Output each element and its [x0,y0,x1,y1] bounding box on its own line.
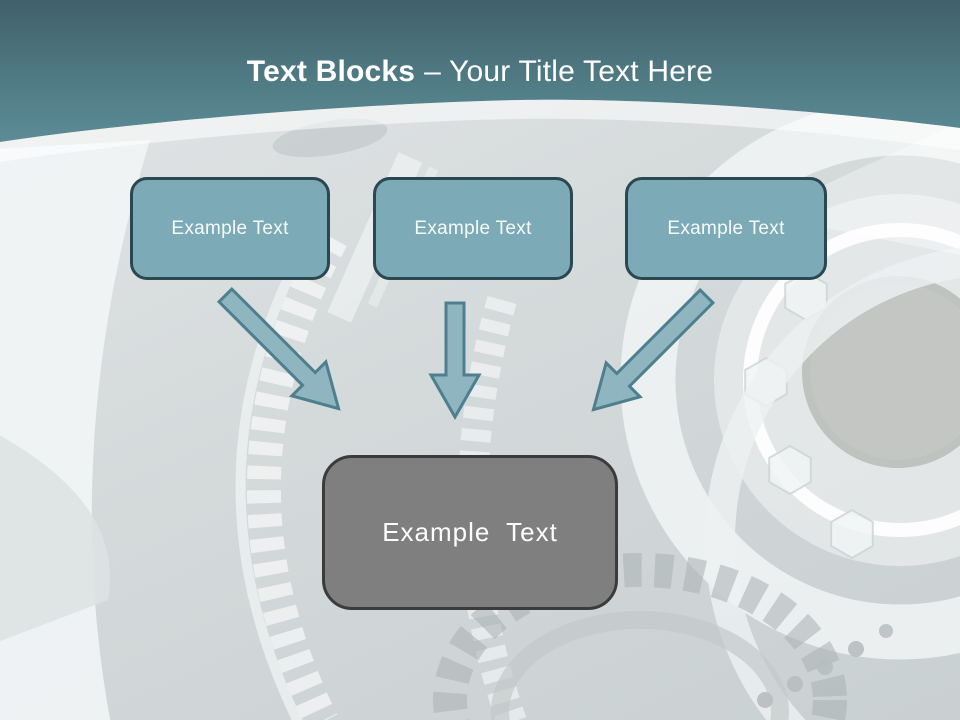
text-block-2[interactable]: Example Text [373,177,573,280]
summary-block[interactable]: Example Text [322,455,618,610]
text-block-3[interactable]: Example Text [625,177,827,280]
arrow-down-right-icon[interactable] [204,274,360,430]
text-block-1[interactable]: Example Text [130,177,330,280]
arrow-down-icon[interactable] [425,301,485,421]
text-block-3-label: Example Text [667,217,785,239]
arrow-down-left-icon[interactable] [572,275,728,431]
summary-block-label: Example Text [382,517,558,547]
text-block-2-label: Example Text [414,217,532,239]
title-emphasis: Text Blocks [246,55,416,88]
header-shape [0,0,960,142]
title-rest: – Your Title Text Here [424,55,714,88]
slide-title[interactable]: Text Blocks– Your Title Text Here [0,52,960,92]
header-swoosh [0,99,960,162]
text-block-1-label: Example Text [171,217,289,239]
